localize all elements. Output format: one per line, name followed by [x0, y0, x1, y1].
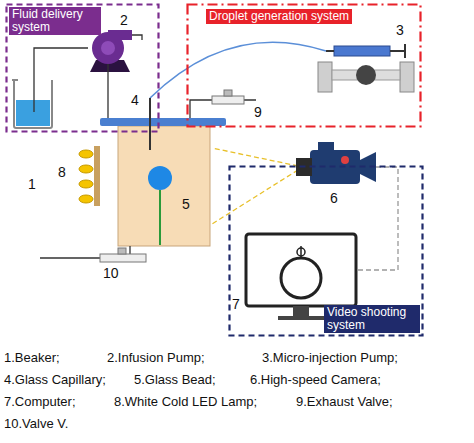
high-speed-camera	[296, 142, 376, 184]
callout-number: 6	[330, 190, 338, 206]
group-title: Fluid delivery system	[9, 7, 101, 35]
tube	[150, 42, 326, 98]
callout-number: 5	[182, 196, 190, 212]
glass-bead	[148, 166, 172, 190]
legend-item: 2.Infusion Pump;	[107, 350, 205, 365]
callout-number: 10	[103, 265, 119, 281]
tank	[118, 126, 210, 246]
legend-item: 9.Exhaust Valve;	[296, 394, 393, 409]
bead-holder	[159, 190, 161, 245]
callout-number: 4	[131, 92, 139, 108]
callout-number: 8	[58, 164, 66, 180]
group-border	[188, 5, 421, 127]
infusion-pump	[90, 30, 132, 72]
group-title: Droplet generation system	[206, 9, 352, 24]
valve-v	[100, 248, 146, 262]
legend-item: 6.High-speed Camera;	[250, 372, 381, 387]
glass-capillary	[149, 98, 151, 150]
legend-item: 7.Computer;	[4, 394, 76, 409]
legend-item: 8.White Cold LED Lamp;	[114, 394, 257, 409]
system-group: Video shooting system	[228, 165, 424, 337]
legend-item: 10.Valve V.	[4, 416, 68, 431]
group-border	[230, 167, 423, 336]
exhaust-valve	[212, 90, 244, 104]
legend-item: 3.Micro-injection Pump;	[262, 350, 398, 365]
field-of-view	[212, 148, 298, 224]
led-lamp	[79, 146, 100, 206]
legend-item: 5.Glass Bead;	[134, 372, 216, 387]
tank-lid	[100, 118, 226, 126]
system-group: Fluid delivery system	[5, 3, 160, 133]
micro-injection-pump	[318, 44, 414, 92]
group-title: Video shooting system	[324, 305, 420, 333]
callout-number: 9	[254, 104, 262, 120]
callout-number: 2	[120, 12, 128, 28]
pipe	[34, 48, 88, 112]
beaker	[12, 80, 52, 128]
system-group: Droplet generation system	[186, 3, 422, 128]
cable	[356, 167, 398, 270]
legend-item: 4.Glass Capillary;	[4, 372, 106, 387]
callout-number: 7	[232, 296, 240, 312]
legend-item: 1.Beaker;	[4, 350, 60, 365]
group-border	[7, 5, 159, 132]
pipe	[108, 35, 142, 118]
callout-number: 1	[28, 176, 36, 192]
callout-number: 3	[396, 22, 404, 38]
